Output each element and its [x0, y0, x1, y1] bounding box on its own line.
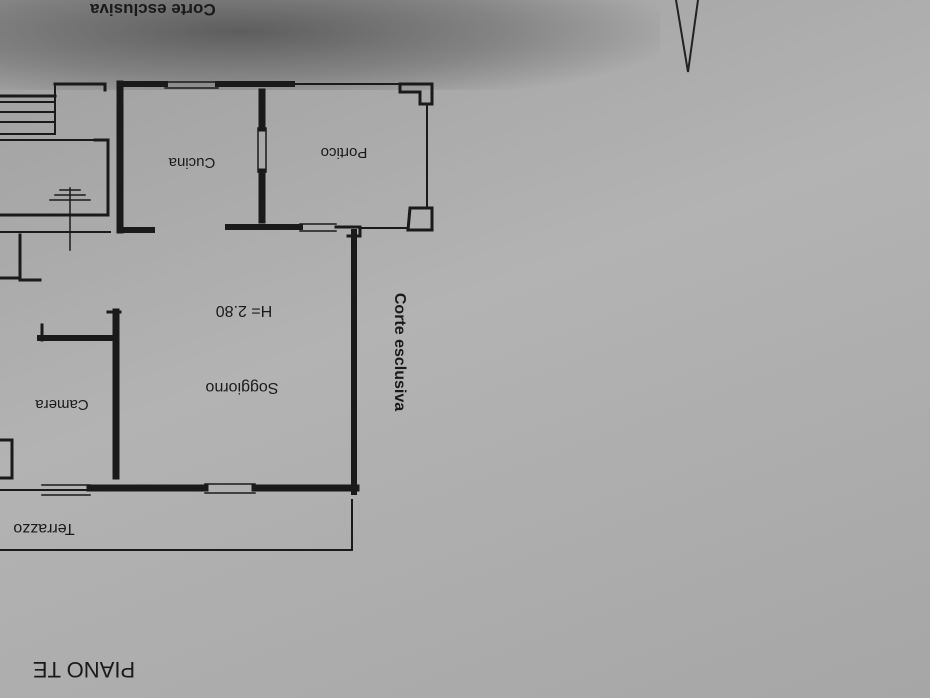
page-shadow — [0, 0, 660, 90]
room-label-height: H= 2.80 — [216, 302, 273, 319]
room-label-courtyard: Corte esclusiva — [391, 293, 408, 411]
room-label-kitchen: Cucina — [168, 154, 215, 171]
walls — [0, 80, 434, 551]
room-label-bedroom: Camera — [35, 396, 89, 413]
room-label-living: Soggiorno — [205, 379, 278, 396]
floor-label: PIANO TE — [33, 657, 135, 682]
room-label-porch: Portico — [321, 144, 368, 161]
room-label-terrace: Terrazzo — [13, 520, 74, 537]
top-label: Corte esclusiva — [89, 0, 215, 19]
north-arrow-icon — [675, 0, 699, 73]
